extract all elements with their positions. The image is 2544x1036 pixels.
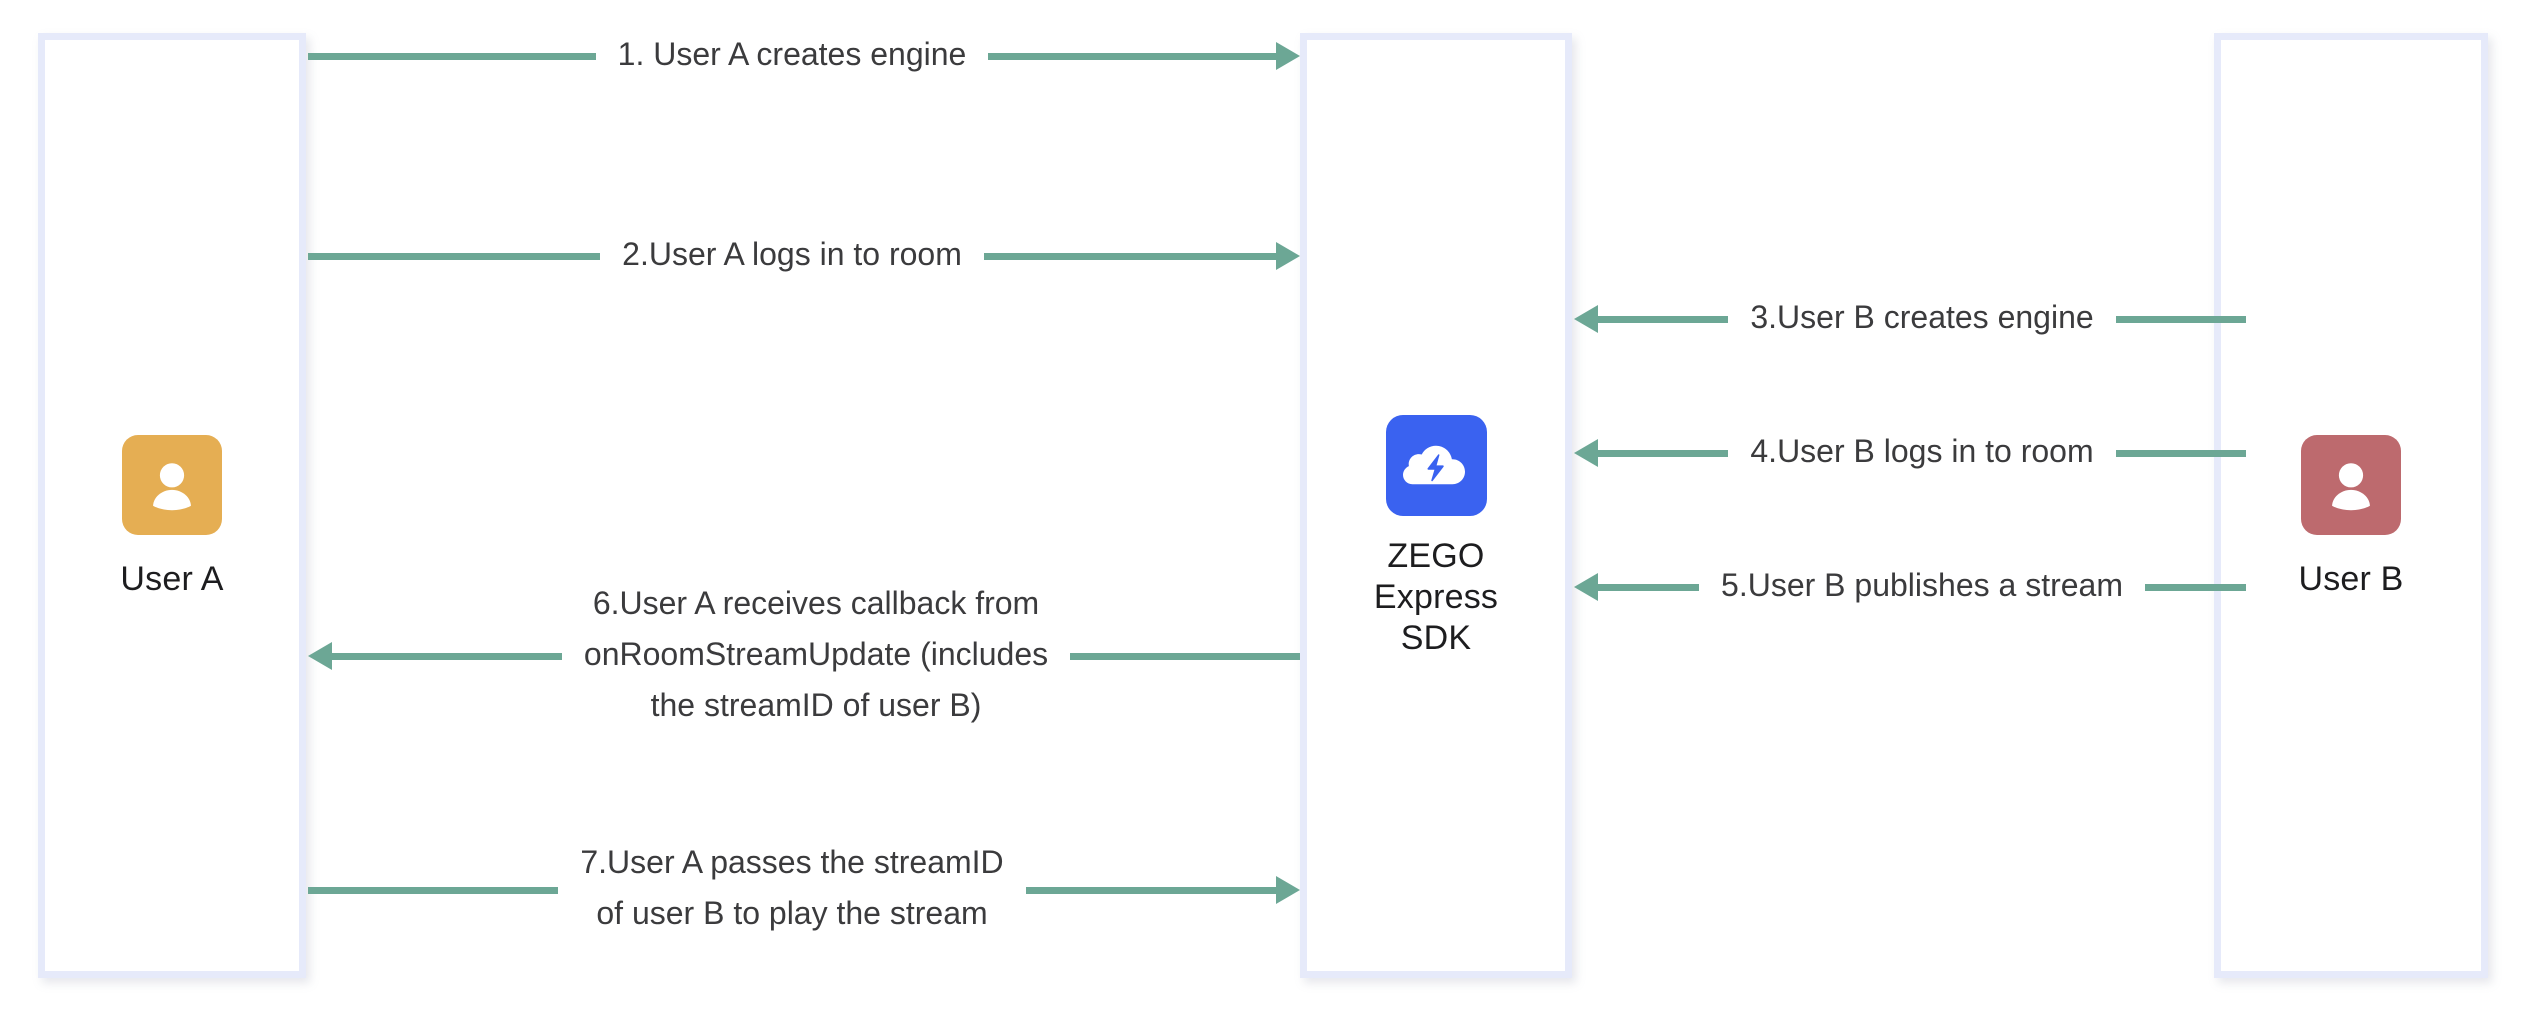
arrow-line-right <box>1025 886 1277 894</box>
arrow-line-left <box>1598 449 1729 457</box>
zego-sdk-label: ZEGO Express SDK <box>1373 537 1499 657</box>
flow-label-3: 3.User B creates engine <box>1750 299 2094 335</box>
arrow-line-left <box>332 652 562 660</box>
actor-zego-sdk: ZEGO Express SDK <box>1307 415 1565 659</box>
arrow-line-left <box>308 252 601 260</box>
arrow-line-right <box>2115 315 2247 323</box>
arrowhead-left-icon <box>308 642 332 670</box>
flow-label-2: 2.User A logs in to room <box>622 236 962 272</box>
actor-user-b: User B <box>2221 435 2481 600</box>
flow-label-1: 1. User A creates engine <box>617 36 967 72</box>
user-a-label: User A <box>120 560 224 598</box>
arrowhead-left-icon <box>1574 573 1598 601</box>
arrow-line-right <box>2115 449 2246 457</box>
user-b-label: User B <box>2298 560 2404 598</box>
arrow-line-right <box>2144 583 2247 591</box>
arrow-line-right <box>1070 652 1301 660</box>
flow-label-4: 4.User B logs in to room <box>1750 433 2094 469</box>
zego-logo-icon <box>1385 415 1487 516</box>
user-b-avatar <box>2301 435 2401 535</box>
flow-label-7: 7.User A passes the streamID of user B t… <box>580 844 1004 931</box>
arrowhead-right-icon <box>1276 242 1300 270</box>
arrow-line-left <box>308 886 559 894</box>
user-a-avatar <box>122 435 222 535</box>
arrow-line-left <box>1598 583 1700 591</box>
actor-user-a: User A <box>45 435 299 600</box>
arrowhead-left-icon <box>1574 305 1598 333</box>
arrow-line-right <box>983 252 1276 260</box>
arrow-line-left <box>1598 315 1729 323</box>
flow-label-6: 6.User A receives callback from onRoomSt… <box>583 584 1049 723</box>
arrowhead-right-icon <box>1276 42 1300 70</box>
arrowhead-right-icon <box>1276 876 1301 904</box>
arrowhead-left-icon <box>1574 439 1598 467</box>
arrow-line-right <box>988 52 1276 60</box>
flow-label-5: 5.User B publishes a stream <box>1721 567 2123 603</box>
arrow-line-left <box>308 52 596 60</box>
